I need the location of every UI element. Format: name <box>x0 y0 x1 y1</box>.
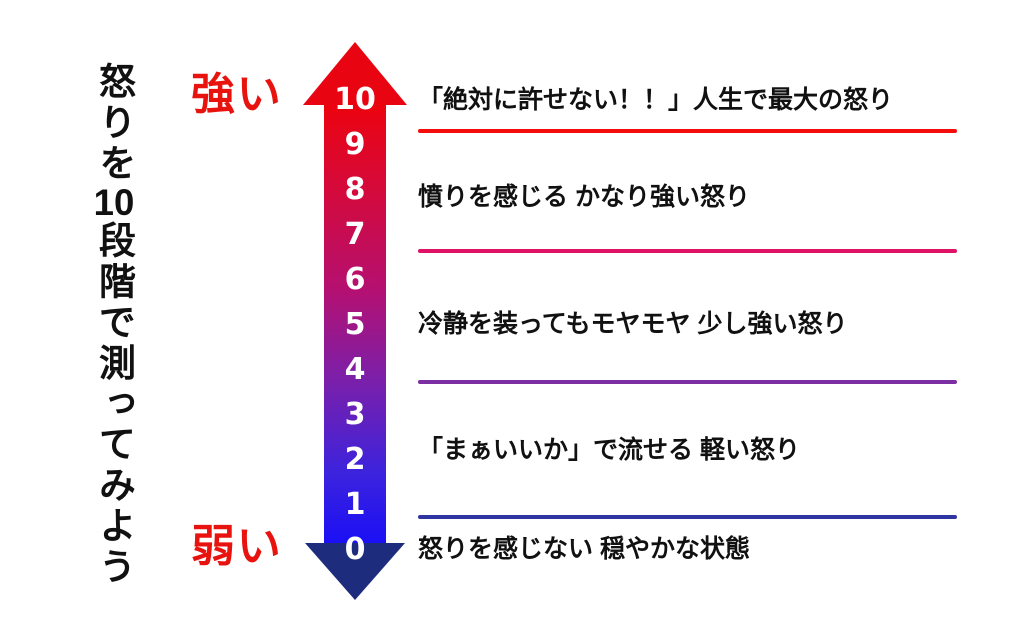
level-description-0: 怒りを感じない 穏やかな状態 <box>418 535 750 563</box>
page-title-part1: 怒りを <box>93 62 135 185</box>
arrow-shaft <box>324 104 386 544</box>
level-divider-line <box>418 515 957 519</box>
arrow-head-up <box>303 42 407 105</box>
scale-number-2: 2 <box>344 442 366 477</box>
scale-number-7: 7 <box>344 217 366 252</box>
scale-number-5: 5 <box>344 307 366 342</box>
level-divider-line <box>418 249 957 253</box>
scale-number-3: 3 <box>344 397 366 432</box>
page-title-digits: 10 <box>93 184 135 222</box>
page-title-part2: 段階で測ってみよう <box>93 221 135 588</box>
level-divider-line <box>418 380 957 384</box>
scale-number-10: 10 <box>334 82 376 117</box>
level-divider-line <box>418 129 957 133</box>
axis-label-strong: 強い <box>191 70 283 119</box>
scale-number-9: 9 <box>344 127 366 162</box>
level-description-2: 「まぁいいか」で流せる 軽い怒り <box>418 436 800 464</box>
level-description-5: 冷静を装ってもモヤモヤ 少し強い怒り <box>418 310 848 338</box>
axis-label-weak: 弱い <box>191 522 283 571</box>
scale-number-6: 6 <box>344 262 366 297</box>
scale-number-4: 4 <box>344 352 366 387</box>
scale-number-1: 1 <box>344 487 366 522</box>
level-description-8: 憤りを感じる かなり強い怒り <box>418 183 750 211</box>
gradient-arrow <box>303 42 407 600</box>
scale-number-0: 0 <box>344 532 366 567</box>
arrow-head-down <box>305 543 405 600</box>
scale-number-8: 8 <box>344 172 366 207</box>
level-description-10: 「絶対に許せない！！」人生で最大の怒り <box>418 86 894 114</box>
page-title: 怒りを10段階で測ってみよう <box>92 62 135 587</box>
